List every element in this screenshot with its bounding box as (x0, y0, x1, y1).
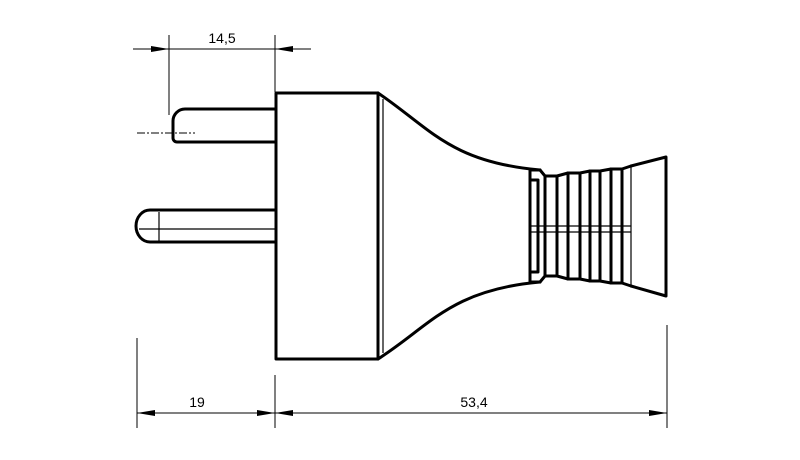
grip-bottom-edge (538, 274, 633, 288)
strain-relief (528, 155, 668, 298)
dimension-pin-length: 14,5 (133, 30, 311, 115)
plug-face (274, 91, 380, 361)
plug-pins (134, 107, 277, 244)
dimension-label-pin-length: 14,5 (208, 30, 235, 46)
arrow-head (649, 410, 667, 416)
arrow-head (137, 410, 155, 416)
arrow-head (275, 46, 293, 52)
cable-sleeve (629, 155, 668, 298)
grip-top-edge (538, 164, 633, 178)
arrow-head (275, 410, 293, 416)
bottom-pin (134, 208, 277, 244)
grip-bottom-edge (543, 274, 624, 285)
arrow-head (257, 410, 275, 416)
grip-top-edge (543, 167, 624, 178)
body-taper (376, 91, 542, 361)
dimension-label-body-length: 53,4 (460, 394, 487, 410)
dimension-label-pin-overall: 19 (189, 394, 205, 410)
plug-body (274, 91, 542, 361)
dimension-overall: 19 53,4 (136, 325, 668, 428)
arrow-head (151, 46, 169, 52)
top-pin (171, 107, 277, 144)
